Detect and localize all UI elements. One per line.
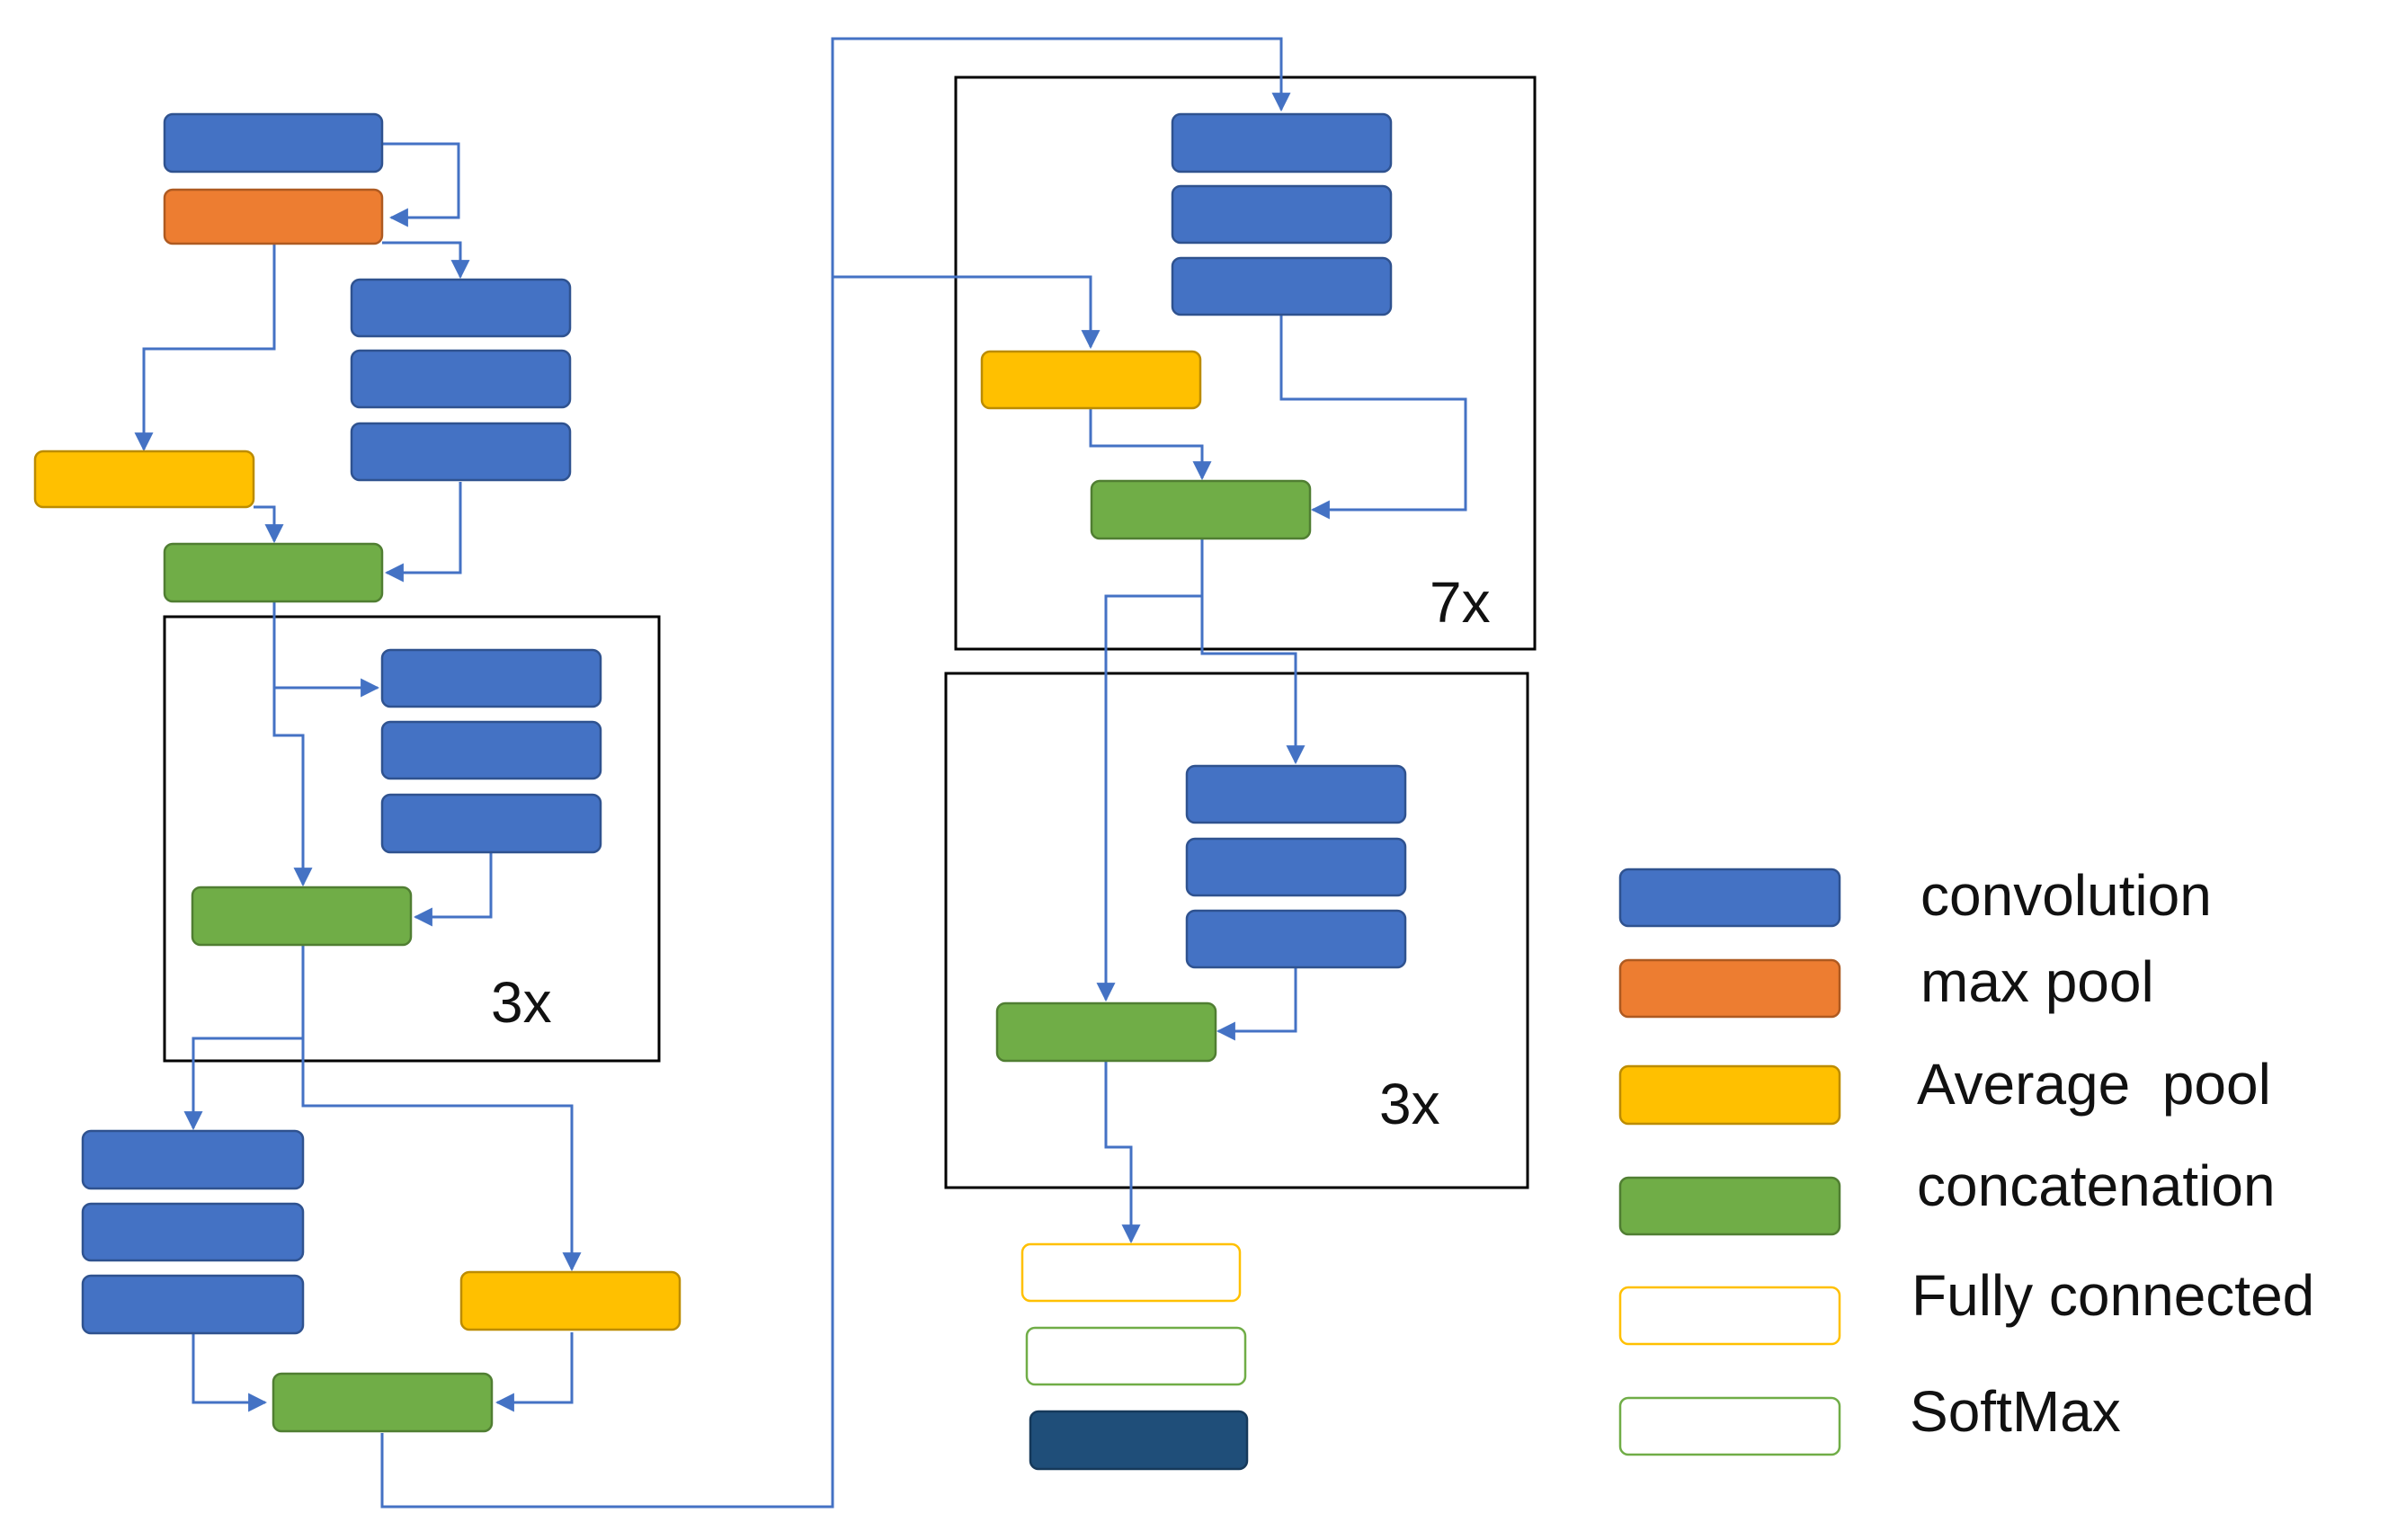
arrow-conv-to-maxpool (382, 142, 460, 227)
conv-block (1185, 764, 1407, 824)
arrow-lower-avgpool-to-concat (495, 1332, 574, 1412)
stage-1-repeat-label: 3x (491, 970, 552, 1035)
stage-3-repeat-label: 3x (1379, 1072, 1440, 1136)
arrow-stage2-avgpool-to-concat (1089, 409, 1212, 481)
legend-item-max-pool: max pool (1618, 949, 2154, 1019)
average-pool-block (459, 1270, 682, 1331)
legend-swatch-convolution (1618, 868, 1841, 928)
arrow-stage1-conv-to-concat (413, 852, 493, 927)
conv-block (380, 720, 602, 780)
concatenation-block (163, 542, 384, 603)
legend-label-fully-connected: Fully connected (1911, 1263, 2314, 1328)
legend-label-concatenation: concatenation (1917, 1153, 2276, 1218)
concatenation-block (995, 1001, 1217, 1063)
conv-block (81, 1202, 305, 1262)
frame-stage-2 (954, 76, 1537, 651)
arrow-to-stage2-avgpool (833, 275, 1101, 350)
legend-item-softmax: SoftMax (1618, 1379, 2121, 1456)
stem-max-pool-block (163, 188, 384, 245)
conv-block (380, 793, 602, 854)
legend-swatch-concatenation (1618, 1176, 1841, 1236)
conv-block (350, 278, 572, 338)
arrow-maxpool-to-avgpool (134, 243, 276, 452)
stage-2-repeat-label: 7x (1430, 570, 1491, 635)
arrow-lower-concat-to-stage2 (380, 37, 1291, 1509)
conv-block (1171, 256, 1393, 316)
conv-block (1171, 184, 1393, 245)
arrow-stage2-to-stage3-conv (1200, 539, 1305, 765)
concatenation-block (1090, 479, 1312, 540)
arrow-avgpool-to-concat (254, 505, 284, 544)
legend-label-max-pool: max pool (1920, 949, 2154, 1014)
fully-connected-block (1020, 1242, 1242, 1303)
legend-swatch-max-pool (1618, 958, 1841, 1019)
arrow-convstack-to-concat (384, 482, 462, 583)
legend-swatch-softmax (1618, 1396, 1841, 1456)
conv-block (81, 1129, 305, 1190)
legend-item-convolution: convolution (1618, 863, 2212, 928)
output-block (1029, 1410, 1249, 1471)
conv-block (1185, 837, 1407, 897)
frame-stage-1 (163, 615, 661, 1063)
conv-block (81, 1274, 305, 1335)
arrow-stage1-to-lower-avgpool (301, 1038, 582, 1272)
conv-block (1171, 112, 1393, 174)
conv-block (380, 648, 602, 708)
legend-label-convolution: convolution (1920, 863, 2212, 928)
legend-label-softmax: SoftMax (1910, 1379, 2121, 1444)
average-pool-block (980, 350, 1202, 410)
softmax-block (1025, 1326, 1247, 1386)
stem-convolution-block (163, 112, 384, 174)
arrow-concat-to-stage1-concat (272, 688, 313, 887)
arrow-stage2-conv-to-concat (1279, 315, 1467, 520)
arrow-lower-conv-to-concat (192, 1333, 268, 1412)
legend: convolution max pool Average pool concat… (1618, 863, 2314, 1456)
average-pool-block (33, 450, 255, 509)
repeat-frames (163, 76, 1537, 1189)
legend-swatch-average-pool (1618, 1064, 1841, 1126)
arrow-maxpool-to-conv-stack (382, 241, 470, 280)
concatenation-block (191, 886, 413, 947)
arrow-stage3-to-fc (1104, 1062, 1141, 1244)
blocks (33, 112, 1407, 1471)
arrow-stage1-to-lower-conv (183, 945, 305, 1131)
conv-block (350, 349, 572, 409)
arrow-concat-to-stage1-conv (272, 601, 380, 698)
legend-swatch-fully-connected (1618, 1286, 1841, 1346)
legend-label-average-pool: Average pool (1917, 1052, 2271, 1117)
legend-item-average-pool: Average pool (1618, 1052, 2271, 1126)
legend-item-concatenation: concatenation (1618, 1153, 2276, 1236)
legend-item-fully-connected: Fully connected (1618, 1263, 2314, 1346)
connectors (134, 37, 1467, 1509)
arrow-stage2-to-stage3-concat (1096, 594, 1202, 1002)
conv-block (350, 422, 572, 482)
arrow-stage3-conv-to-concat (1216, 967, 1297, 1041)
concatenation-block (272, 1372, 494, 1433)
frame-stage-3 (944, 672, 1529, 1189)
conv-block (1185, 909, 1407, 969)
